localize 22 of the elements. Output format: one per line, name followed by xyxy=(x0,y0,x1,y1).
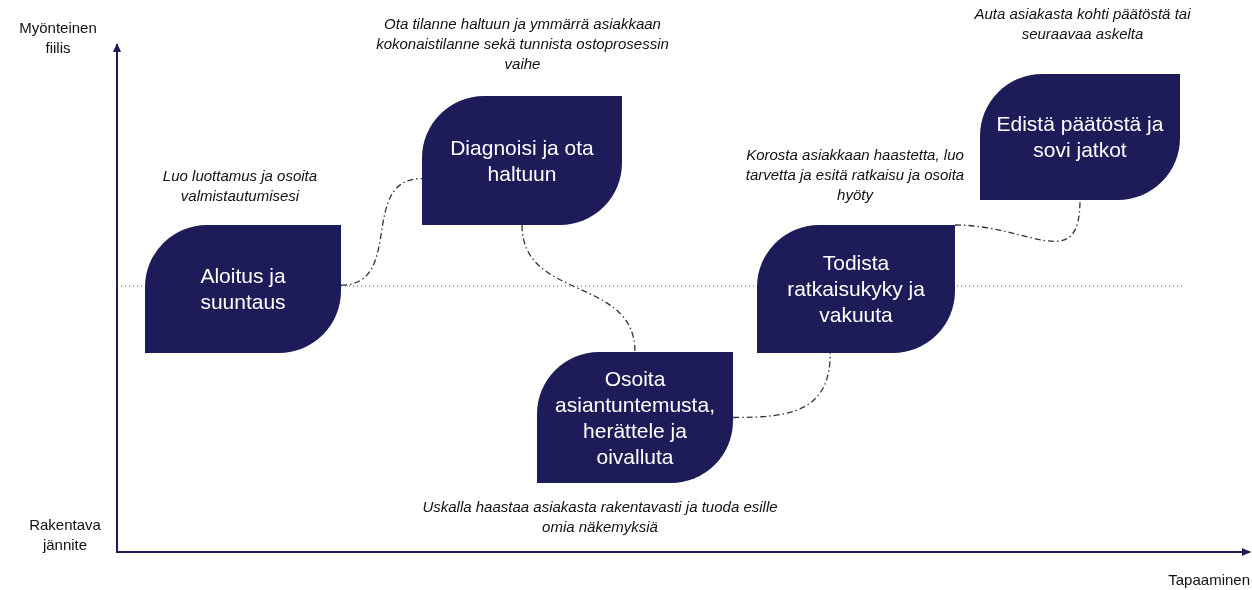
step-caption: Auta asiakasta kohti päätöstä tai seuraavaa askelta xyxy=(973,4,1192,44)
step-shape xyxy=(757,225,955,353)
step-caption: Uskalla haastaa asiakasta rakentavasti ja tuoda esille omia näkemyksiä xyxy=(421,497,779,537)
x-axis-label: Tapaaminen xyxy=(1167,570,1250,590)
step-title: Todista ratkaisukyky ja vakuuta xyxy=(786,250,926,328)
connector-line xyxy=(340,177,423,286)
connector-line xyxy=(732,352,831,419)
step-caption: Korosta asiakkaan haastetta, luo tarvetta ja esitä ratkaisu ja osoita hyöty xyxy=(744,145,966,205)
y-axis-label: Myönteinen fiilis xyxy=(18,18,98,58)
step-shape xyxy=(537,352,733,483)
step-caption: Ota tilanne haltuun ja ymmärrä asiakkaan kokonaistilanne sekä tunnista ostoprosessin vaihe xyxy=(375,14,670,74)
connector-line xyxy=(954,199,1081,242)
step-shape xyxy=(980,74,1180,200)
step-title: Osoita asiantuntemusta, herättele ja oivalluta xyxy=(554,365,716,470)
step-title: Aloitus ja suuntaus xyxy=(199,263,287,315)
step-shape xyxy=(145,225,341,353)
step-caption: Luo luottamus ja osoita valmistautumisesi xyxy=(161,166,319,206)
step-title: Diagnoisi ja ota haltuun xyxy=(449,134,595,187)
step-title: Edistä päätöstä ja sovi jatkot xyxy=(995,111,1165,163)
connector-line xyxy=(521,224,636,353)
step-shape xyxy=(422,96,622,225)
y-axis-label: Rakentava jännite xyxy=(28,515,102,555)
